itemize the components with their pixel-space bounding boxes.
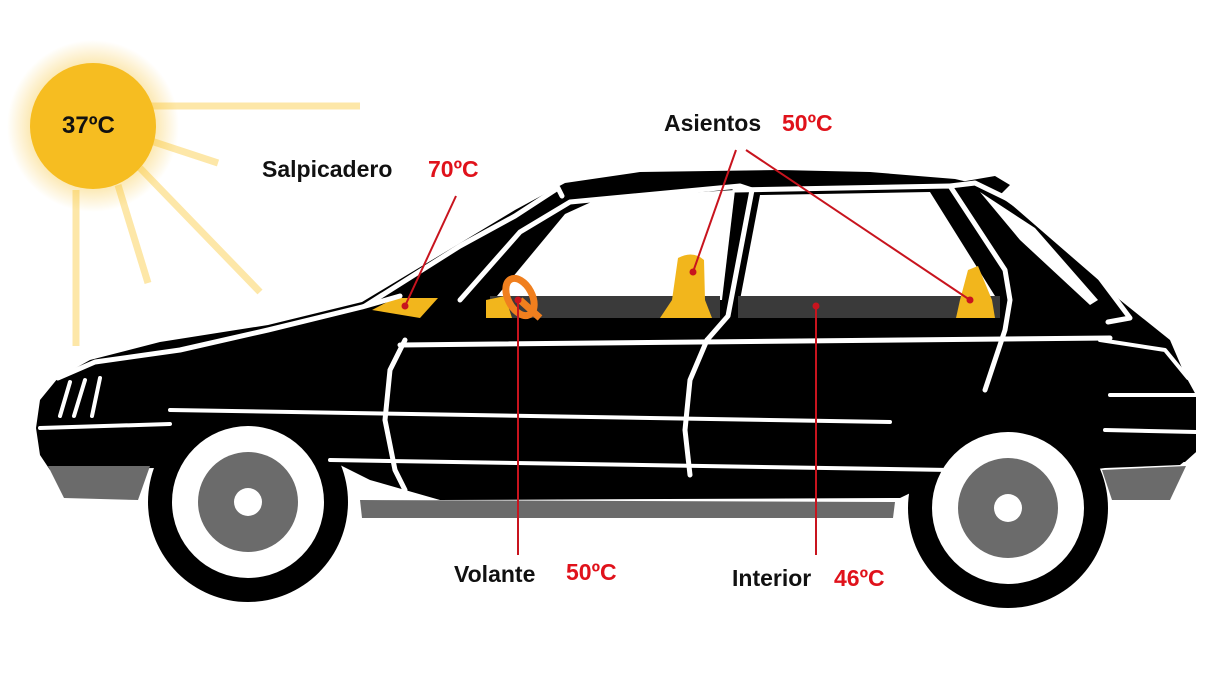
leader-dashboard: [404, 195, 457, 307]
sun-icon: [7, 40, 360, 346]
steering-wheel: [502, 274, 543, 321]
leader-lines: [404, 149, 971, 555]
sun-temperature: 37ºC: [62, 112, 115, 139]
rear-seat: [956, 266, 995, 318]
leader-rear-seat: [745, 149, 971, 301]
dash-interior-band: [490, 296, 720, 318]
body-outline: [38, 180, 1198, 493]
interior-label: Interior: [732, 565, 812, 591]
side-skirt-trim: [360, 500, 895, 518]
rear-lower-trim: [1102, 466, 1186, 500]
leader-front-seat: [692, 149, 737, 273]
seats-temperature: 50ºC: [782, 110, 833, 136]
steering-wheel-label: Volante: [454, 561, 536, 587]
sun-disc: [30, 63, 156, 189]
hatchback-car-icon: [36, 170, 1198, 608]
front-wheel: [148, 402, 348, 602]
seats-label: Asientos: [664, 110, 762, 136]
front-window: [492, 190, 735, 302]
dashboard-label: Salpicadero: [262, 156, 393, 182]
leader-endpoints: [401, 268, 974, 310]
rear-quarter-window: [980, 192, 1098, 305]
rear-wheel: [908, 408, 1108, 608]
steering-wheel-temperature: 50ºC: [566, 559, 617, 585]
dashboard-temperature: 70ºC: [428, 156, 479, 182]
front-lower-trim: [48, 466, 150, 500]
front-seat: [660, 254, 712, 318]
rear-interior-band: [738, 296, 1000, 318]
interior-temperature: 46ºC: [834, 565, 885, 591]
